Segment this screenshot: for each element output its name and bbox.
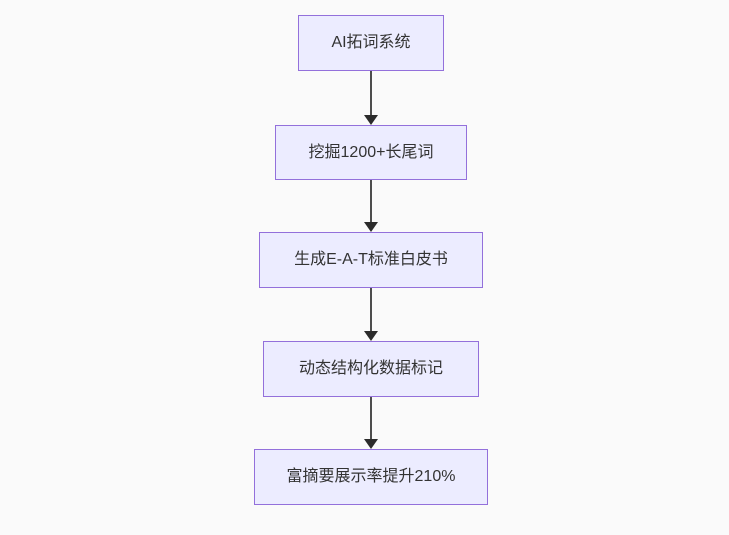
edge-line-3 bbox=[370, 288, 372, 331]
arrowhead-down-icon bbox=[364, 439, 378, 449]
flow-node-longtail-mining: 挖掘1200+长尾词 bbox=[275, 125, 467, 180]
edge-line-2 bbox=[370, 180, 372, 222]
edge-line-4 bbox=[370, 397, 372, 439]
edge-line-1 bbox=[370, 71, 372, 115]
flow-node-ai-keyword-system: AI拓词系统 bbox=[298, 15, 444, 71]
flow-node-eat-whitepaper: 生成E-A-T标准白皮书 bbox=[259, 232, 483, 288]
flow-node-structured-data-markup: 动态结构化数据标记 bbox=[263, 341, 479, 397]
flow-node-rich-snippet-result: 富摘要展示率提升210% bbox=[254, 449, 488, 505]
arrowhead-down-icon bbox=[364, 331, 378, 341]
arrowhead-down-icon bbox=[364, 222, 378, 232]
arrowhead-down-icon bbox=[364, 115, 378, 125]
